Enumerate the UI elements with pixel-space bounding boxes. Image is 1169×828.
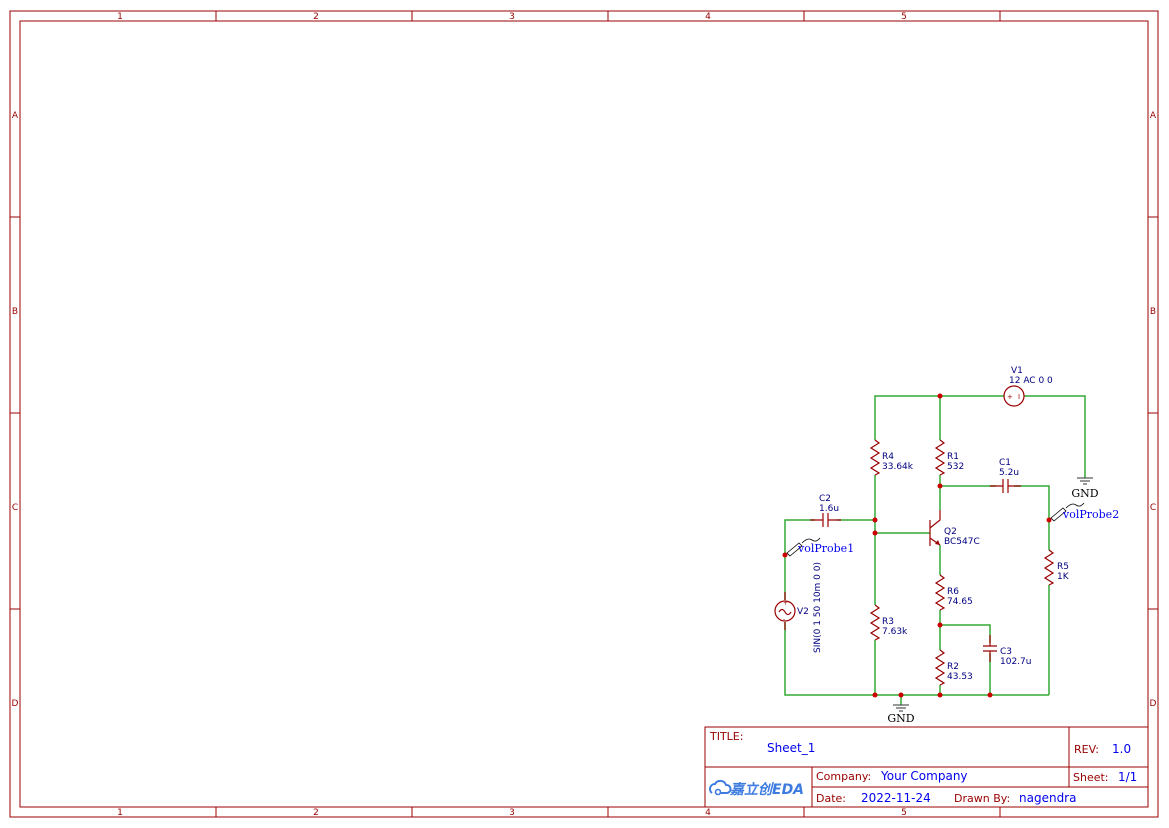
row-label: B [1150,307,1156,317]
c3-value: 102.7u [1000,657,1031,667]
company-value: Your Company [880,769,968,783]
resistor-r1[interactable]: R1 532 [934,439,964,476]
c2-ref: C2 [819,494,831,504]
easyeda-logo: 嘉立创EDA [709,779,804,798]
v2-value: SIN(0 1 50 10m 0 0) [813,562,823,653]
c1-value: 5.2u [999,468,1019,478]
gnd-symbol-top: GND [1071,477,1099,500]
v2-ref: V2 [797,607,809,617]
row-label: D [12,699,19,709]
svg-text:+: + [783,600,788,607]
q2-value: BC547C [944,537,980,547]
svg-text:-: - [783,616,785,623]
date-value: 2022-11-24 [861,791,931,805]
title-key: TITLE: [709,730,743,743]
resistor-r5[interactable]: R5 1K [1043,549,1070,586]
date-key: Date: [816,792,846,805]
r1-ref: R1 [947,452,959,462]
company-key: Company: [816,770,871,783]
col-label: 4 [705,12,711,22]
row-label: A [12,111,19,121]
col-label: 1 [117,808,123,818]
logo-text: 嘉立创EDA [729,781,804,798]
r3-ref: R3 [882,617,894,627]
col-label: 5 [901,808,907,818]
wires[interactable] [784,395,1086,705]
voltage-probe-2[interactable]: volProbe2 [1050,502,1119,522]
row-label: A [1150,111,1157,121]
r2-ref: R2 [947,662,959,672]
v1-ref: V1 [1011,366,1023,376]
svg-text:+: + [1007,393,1013,401]
r4-ref: R4 [882,452,894,462]
r4-value: 33.64k [882,462,914,472]
rev-key: REV: [1074,743,1099,756]
resistor-r6[interactable]: R6 74.65 [934,574,973,611]
c1-ref: C1 [999,458,1011,468]
title-block: TITLE: Sheet_1 REV: 1.0 Company: Your Co… [704,726,1149,808]
resistor-r2[interactable]: R2 43.53 [934,649,973,686]
c2-value: 1.6u [819,504,839,514]
probe2-label: volProbe2 [1062,508,1119,521]
q2-ref: Q2 [944,527,957,537]
row-label: C [1150,503,1156,513]
resistor-r4[interactable]: R4 33.64k [869,439,914,476]
voltage-probe-1[interactable]: volProbe1 [786,537,854,557]
drawn-by-value: nagendra [1019,791,1076,805]
sheet-frame: 1 2 3 4 5 1 2 3 4 5 A B C D A B C D [9,10,1159,818]
svg-text:I: I [1018,393,1020,401]
voltage-source-v2[interactable]: + - V2 SIN(0 1 50 10m 0 0) [774,562,823,653]
c3-ref: C3 [1000,647,1012,657]
r5-ref: R5 [1057,562,1069,572]
col-label: 2 [313,808,319,818]
col-label: 4 [705,808,711,818]
row-label: D [1150,699,1157,709]
gnd-symbol-bottom: GND [887,704,915,725]
row-label: C [12,503,18,513]
resistor-r3[interactable]: R3 7.63k [869,604,908,641]
sheet-title: Sheet_1 [767,741,815,755]
probe1-label: volProbe1 [797,542,854,555]
row-label: B [12,307,18,317]
r3-value: 7.63k [882,627,908,637]
drawn-by-key: Drawn By: [954,792,1010,805]
v1-value: 12 AC 0 0 [1009,376,1053,386]
r1-value: 532 [947,462,964,472]
col-label: 2 [313,12,319,22]
capacitor-c2[interactable]: C2 1.6u [810,494,841,527]
capacitor-c3[interactable]: C3 102.7u [983,635,1031,667]
gnd-label: GND [1071,487,1098,500]
r6-value: 74.65 [947,597,973,607]
col-label: 3 [509,12,515,22]
col-label: 3 [509,808,515,818]
gnd-label: GND [887,712,914,725]
col-label: 1 [117,12,123,22]
r5-value: 1K [1057,572,1070,582]
sheet-value: 1/1 [1118,770,1137,784]
rev-value: 1.0 [1112,742,1131,756]
capacitor-c1[interactable]: C1 5.2u [990,458,1021,493]
r6-ref: R6 [947,587,959,597]
voltage-source-v1[interactable]: + I V1 12 AC 0 0 [1003,366,1053,407]
junctions [782,393,1052,698]
transistor-q2[interactable]: Q2 BC547C [929,510,980,547]
sheet-key: Sheet: [1073,771,1109,784]
col-label: 5 [901,12,907,22]
r2-value: 43.53 [947,672,973,682]
